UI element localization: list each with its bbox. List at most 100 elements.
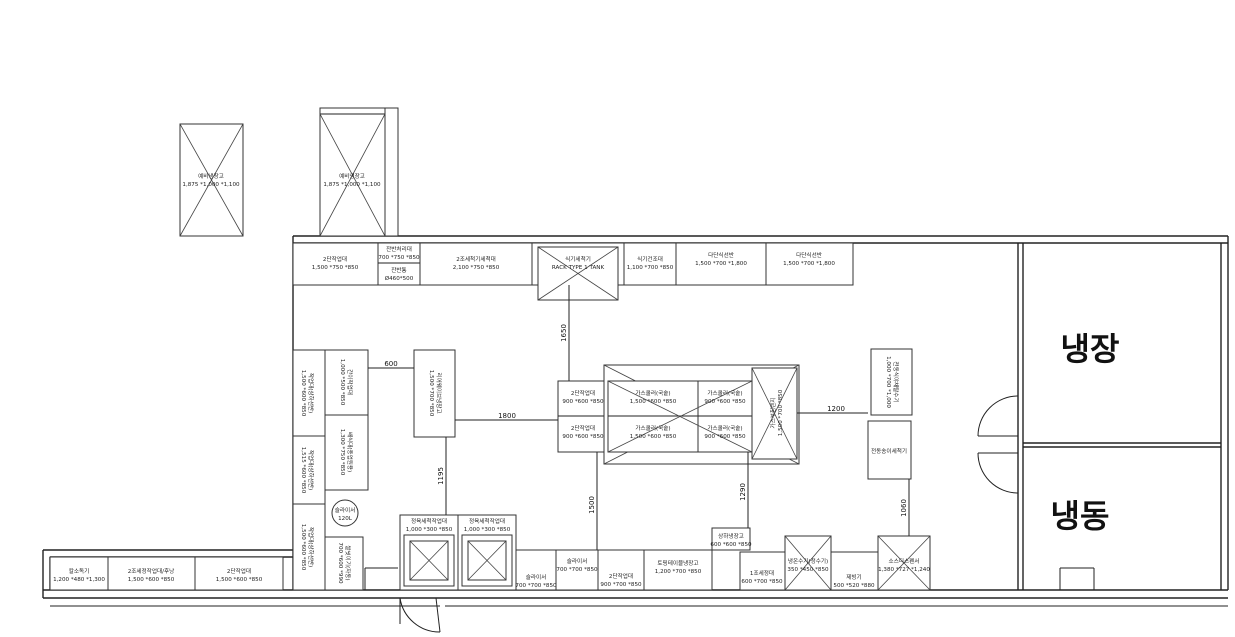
w2-name: 작업대(상하선반) <box>307 450 315 490</box>
w6-name: 쌀씻이기(자동) <box>344 545 352 580</box>
bt11-size: 1,380 *727 *1,240 <box>878 567 930 573</box>
w3-name: 작업대(상하선반) <box>307 527 315 567</box>
dimension-lines: 600 1800 1650 1200 1195 1500 1290 1060 <box>368 285 910 550</box>
w1-size: 1,500 *600 *850 <box>300 370 306 417</box>
w2-size: 1,515 *600 *850 <box>300 447 306 494</box>
r2-name: 전동송이세척기 <box>871 447 907 455</box>
f2-size: 1,500 *600 *850 <box>128 577 175 583</box>
w5-name: 배식대(종업원용) <box>346 432 354 472</box>
i6-name: 가스쿨러(국솥) <box>707 424 742 432</box>
b2b-name: 잔반통 <box>391 266 406 274</box>
bt10-name: 제빙기 <box>846 573 861 581</box>
annex-equipment: 칼소독기 1,200 *480 *1,300 2조세정작업대/후낭 1,500 … <box>49 556 284 591</box>
b4-name: 식기세척기 <box>565 255 591 263</box>
w1-name: 작업대(상하선반) <box>307 373 315 413</box>
bt7-size: 600 *600 *850 <box>710 542 752 548</box>
top-equipment-row: 2단작업대 1,500 *750 *850 잔반처리대 700 *750 *85… <box>292 242 854 301</box>
b2-size: 700 *750 *850 <box>378 255 420 261</box>
bt8-size: 600 *700 *850 <box>741 579 783 585</box>
dim-600: 600 <box>384 360 397 368</box>
w3-size: 1,500 *600 *850 <box>300 524 306 571</box>
bottom-equipment-row: 정육세척작업대 1,000 *300 *850 정육세척작업대 1,000 *3… <box>399 514 931 633</box>
bt1-name: 정육세척작업대 <box>411 517 447 525</box>
room-refrigeration-label: 냉장 <box>1061 330 1120 368</box>
ext1-name: 예비냉장고 <box>198 172 224 180</box>
c1-name: 리어웨이브냉장고 <box>435 372 443 413</box>
w4-name: 간이작업대 <box>346 369 354 395</box>
b3-name: 2조세척기세척대 <box>456 255 496 263</box>
b2b-size: Ø460*500 <box>385 275 414 282</box>
center-left-refrigerator: 리어웨이브냉장고 1,500 *700 *850 <box>413 349 456 438</box>
bt7-name: 상하냉장고 <box>718 532 744 540</box>
i2-name: 2단작업대 <box>571 424 595 432</box>
b7-size: 1,500 *700 *1,800 <box>783 261 835 267</box>
dim-1290: 1290 <box>739 483 747 501</box>
i5-size: 900 *600 *850 <box>704 399 746 405</box>
i5-name: 가스쿨러(국솥) <box>707 389 742 397</box>
dim-1650: 1650 <box>560 324 568 342</box>
external-refrigerator-1: 예비냉장고 1,875 *1,000 *1,100 <box>179 123 244 237</box>
ext2-name: 예비냉장고 <box>339 172 365 180</box>
bt2-size: 1,000 *300 *850 <box>464 527 511 533</box>
exhaust-duct <box>319 107 399 237</box>
bt4-size: 700 *700 *850 <box>556 567 598 573</box>
bt6-name: 토핑테이블냉장고 <box>657 559 698 567</box>
bt8-name: 1조세정대 <box>750 569 774 577</box>
r1-name: 전동식야채탈수기 <box>892 361 900 402</box>
f3-size: 1,500 *600 *850 <box>216 577 263 583</box>
i1-size: 900 *600 *850 <box>562 399 604 405</box>
b6-name: 다단식선반 <box>708 251 734 259</box>
b2-name: 잔반처리대 <box>386 245 412 253</box>
bt5-size: 900 *700 *850 <box>600 582 642 588</box>
dim-1195: 1195 <box>437 467 445 485</box>
w4-size: 1,000 *500 *850 <box>339 359 345 406</box>
cooking-island: 2단작업대 900 *600 *850 2단작업대 900 *600 *850 … <box>557 364 800 465</box>
dim-1200: 1200 <box>827 405 845 413</box>
f1-name: 칼소독기 <box>69 567 90 575</box>
right-equipment: 전동식야채탈수기 1,000 *700 *1,000 전동송이세척기 <box>867 348 1019 494</box>
i1-name: 2단작업대 <box>571 389 595 397</box>
dim-1060: 1060 <box>900 499 908 517</box>
bt3-name: 슬라이서 <box>526 573 547 581</box>
i4-name: 가스쿨러(국솥) <box>635 424 670 432</box>
b4-size: RACK TYPE 1 TANK <box>552 265 605 271</box>
ext1-size: 1,875 *1,000 *1,100 <box>182 182 240 188</box>
i3-name: 가스쿨러(국솥) <box>635 389 670 397</box>
rc-size: 120L <box>338 516 353 522</box>
bt2-name: 정육세척작업대 <box>469 517 505 525</box>
room-freezer-label: 냉동 <box>1051 497 1110 535</box>
bt11-name: 소스디스펜서 <box>889 557 920 565</box>
external-refrigerator-2: 예비냉장고 1,875 *1,000 *1,100 <box>323 172 381 188</box>
i7-size: 1,500 *700 *850 <box>778 389 784 436</box>
b6-size: 1,500 *700 *1,800 <box>695 261 747 267</box>
b3-size: 2,100 *750 *850 <box>453 265 500 271</box>
bt6-size: 1,200 *700 *850 <box>655 569 702 575</box>
i6-size: 900 *600 *850 <box>704 434 746 440</box>
bt5-name: 2단작업대 <box>609 572 633 580</box>
bt10-size: 500 *520 *880 <box>833 583 875 589</box>
f2-name: 2조세정작업대/후낭 <box>128 567 175 575</box>
bt1-size: 1,000 *300 *850 <box>406 527 453 533</box>
left-wall-equipment: 작업대(상하선반) 1,500 *600 *850 작업대(상하선반) 1,51… <box>292 349 369 591</box>
w5-size: 1,300 *750 *850 <box>339 429 345 476</box>
bt9-name: 냉온수기(정수기) <box>788 557 828 565</box>
b1-size: 1,500 *750 *850 <box>312 265 359 271</box>
i4-size: 1,500 *600 *850 <box>630 434 677 440</box>
f3-name: 2단작업대 <box>227 567 251 575</box>
bt3-size: 700 *700 *850 <box>515 583 557 589</box>
bt4-name: 슬라이서 <box>567 557 588 565</box>
i2-size: 900 *600 *850 <box>562 434 604 440</box>
b5-size: 1,100 *700 *850 <box>627 265 674 271</box>
dim-1500: 1500 <box>588 496 596 514</box>
i7-name: 가스부침렌지 <box>769 398 777 429</box>
dim-1800: 1800 <box>498 412 516 420</box>
w6-size: 700 *600 *990 <box>337 542 343 584</box>
b7-name: 다단식선반 <box>796 251 822 259</box>
r1-size: 1,000 *700 *1,000 <box>885 356 891 408</box>
c1-size: 1,500 *700 *850 <box>428 370 434 417</box>
b1-name: 2단작업대 <box>323 255 347 263</box>
bt9-size: 350 *450 *850 <box>787 567 829 573</box>
f1-size: 1,200 *480 *1,300 <box>53 577 105 583</box>
ext2-size: 1,875 *1,000 *1,100 <box>323 182 381 188</box>
